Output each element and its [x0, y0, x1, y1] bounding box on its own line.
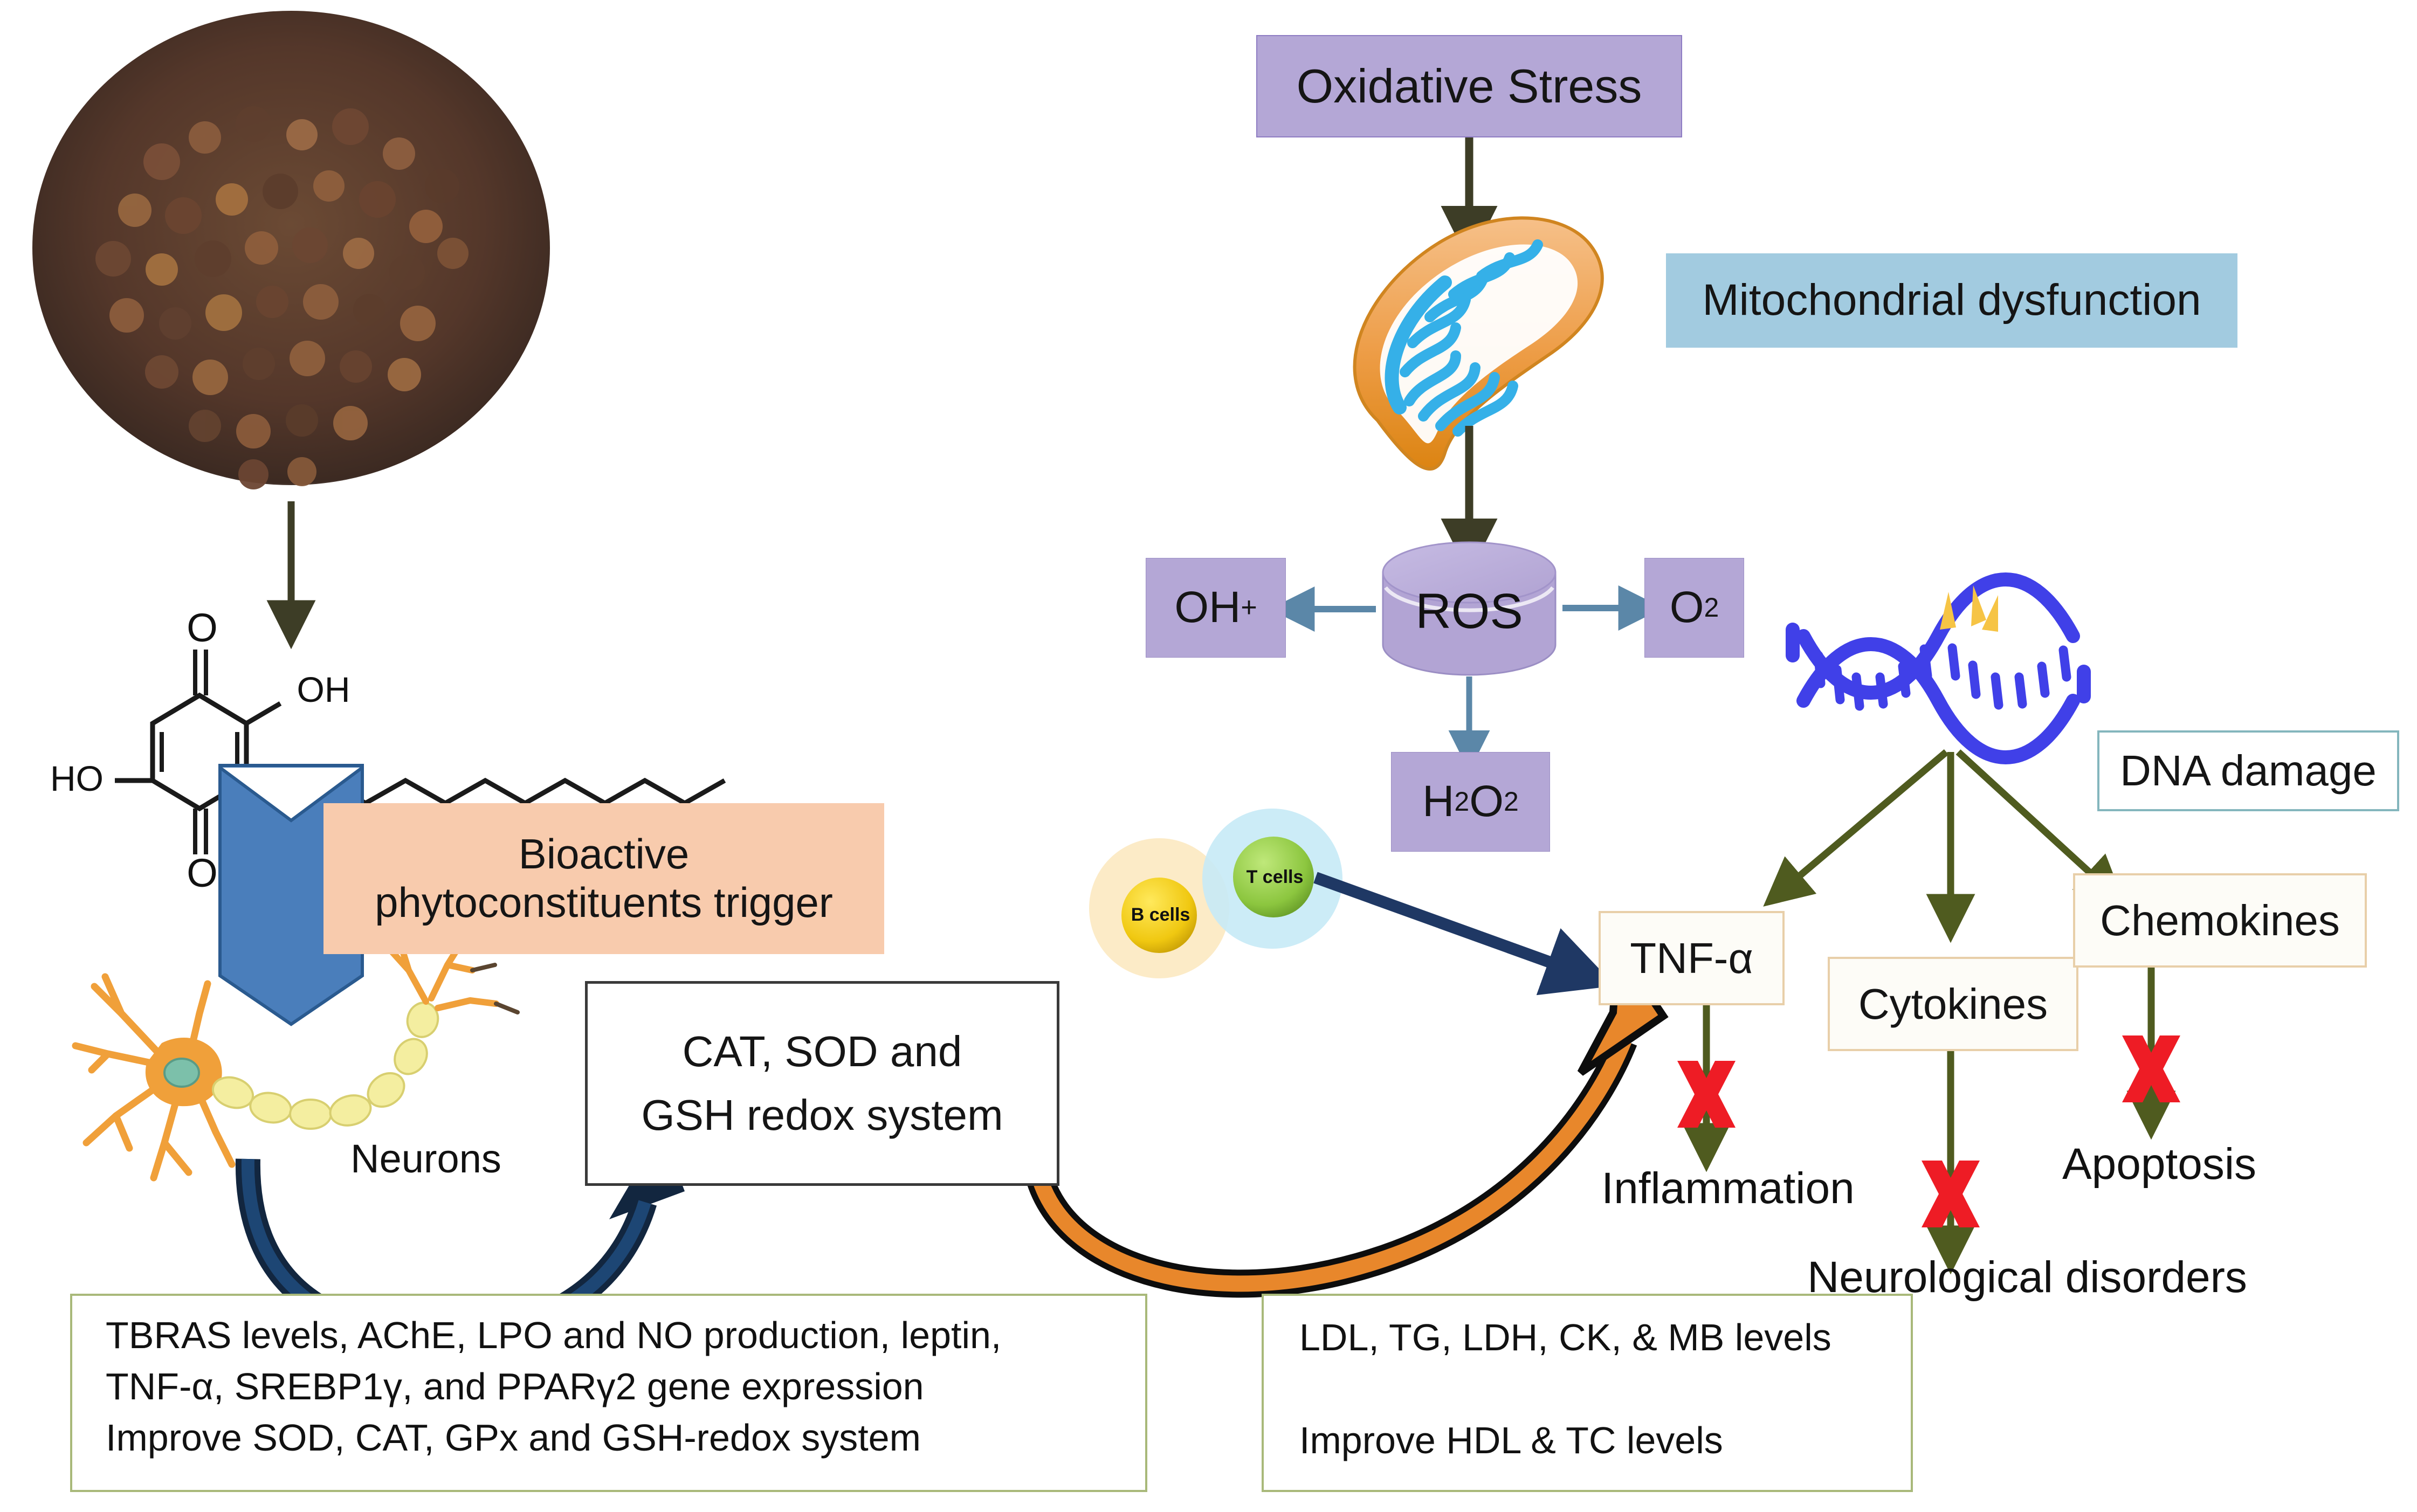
spark-icon	[1940, 585, 1998, 632]
outcome-left-text: TBRAS levels, AChE, LPO and NO productio…	[72, 1296, 1145, 1464]
label-apoptosis: Apoptosis	[2062, 1139, 2257, 1189]
arrow-dna-to-chemokines	[1955, 749, 2125, 905]
node-dna-damage[interactable]: DNA damage	[2097, 730, 2399, 811]
label-b-cells: B cells	[1131, 905, 1190, 926]
outcome-box-left[interactable]: TBRAS levels, AChE, LPO and NO productio…	[70, 1294, 1147, 1492]
redox-line2: GSH redox system	[641, 1091, 1003, 1139]
label-chem-o-bottom: O	[187, 851, 218, 896]
bioactive-line2: phytoconstituents trigger	[375, 879, 833, 926]
immune-cells-icon	[1089, 809, 1342, 978]
node-ros-label: ROS	[1415, 584, 1523, 639]
label-chem-ho: HO	[50, 758, 104, 799]
label-neurological-disorders: Neurological disorders	[1807, 1252, 2247, 1302]
oh-label: OH	[1174, 583, 1241, 632]
neuron-icon	[72, 914, 520, 1182]
dna-damage-label: DNA damage	[2120, 747, 2377, 795]
o2-subscript: 2	[1704, 592, 1719, 623]
outcome-right-line2: Improve HDL & TC levels	[1299, 1419, 1723, 1462]
node-mitochondrial-dysfunction[interactable]: Mitochondrial dysfunction	[1666, 253, 2237, 348]
ros-cylinder	[1382, 541, 1557, 676]
node-bioactive-trigger[interactable]: Bioactive phytoconstituents trigger	[323, 803, 884, 954]
cytokines-label: Cytokines	[1858, 979, 2048, 1028]
outcome-box-right[interactable]: LDL, TG, LDH, CK, & MB levels Improve HD…	[1262, 1294, 1913, 1492]
label-neurons: Neurons	[350, 1136, 501, 1182]
seed-pile-icon	[32, 11, 550, 489]
outcome-left-line3: Improve SOD, CAT, GPx and GSH-redox syst…	[106, 1417, 921, 1459]
node-tnf-alpha[interactable]: TNF-α	[1599, 911, 1785, 1005]
outcome-left-line1: TBRAS levels, AChE, LPO and NO productio…	[106, 1314, 1002, 1356]
label-inflammation: Inflammation	[1601, 1163, 1855, 1213]
tnf-alpha-label: TNF-α	[1630, 934, 1753, 982]
h2o2-h: H	[1422, 777, 1455, 826]
dna-helix-icon	[1786, 572, 2091, 764]
outcome-right-text: LDL, TG, LDH, CK, & MB levels Improve HD…	[1264, 1296, 1911, 1466]
bioactive-line1: Bioactive	[518, 830, 690, 878]
arrow-tcells-to-tnf	[1313, 872, 1616, 996]
label-t-cells: T cells	[1246, 867, 1304, 888]
node-redox-system[interactable]: CAT, SOD and GSH redox system	[585, 981, 1059, 1186]
arrow-dna-to-tnf	[1763, 749, 1949, 907]
outcome-left-line2: TNF-α, SREBP1γ, and PPARγ2 gene expressi…	[106, 1365, 924, 1408]
h2o2-sub2: 2	[1504, 786, 1519, 817]
red-x-icon	[1677, 1035, 2180, 1227]
o2-label: O	[1669, 583, 1704, 632]
node-oh-plus[interactable]: OH+	[1146, 558, 1286, 658]
mitochondrion-icon	[1353, 216, 1604, 471]
mitochondrial-dysfunction-label: Mitochondrial dysfunction	[1702, 275, 2201, 325]
node-chemokines[interactable]: Chemokines	[2073, 873, 2367, 968]
h2o2-o: O	[1469, 777, 1504, 826]
oh-superscript: +	[1241, 591, 1257, 623]
label-chem-o-top: O	[187, 605, 218, 651]
node-oxidative-stress[interactable]: Oxidative Stress	[1256, 35, 1682, 137]
oxidative-stress-label: Oxidative Stress	[1296, 59, 1642, 113]
outcome-right-line1: LDL, TG, LDH, CK, & MB levels	[1299, 1316, 1831, 1358]
label-chem-oh: OH	[297, 669, 350, 710]
chemokines-label: Chemokines	[2100, 896, 2340, 944]
redox-line1: CAT, SOD and	[682, 1027, 962, 1075]
node-cytokines[interactable]: Cytokines	[1828, 957, 2078, 1051]
h2o2-sub1: 2	[1454, 786, 1470, 817]
